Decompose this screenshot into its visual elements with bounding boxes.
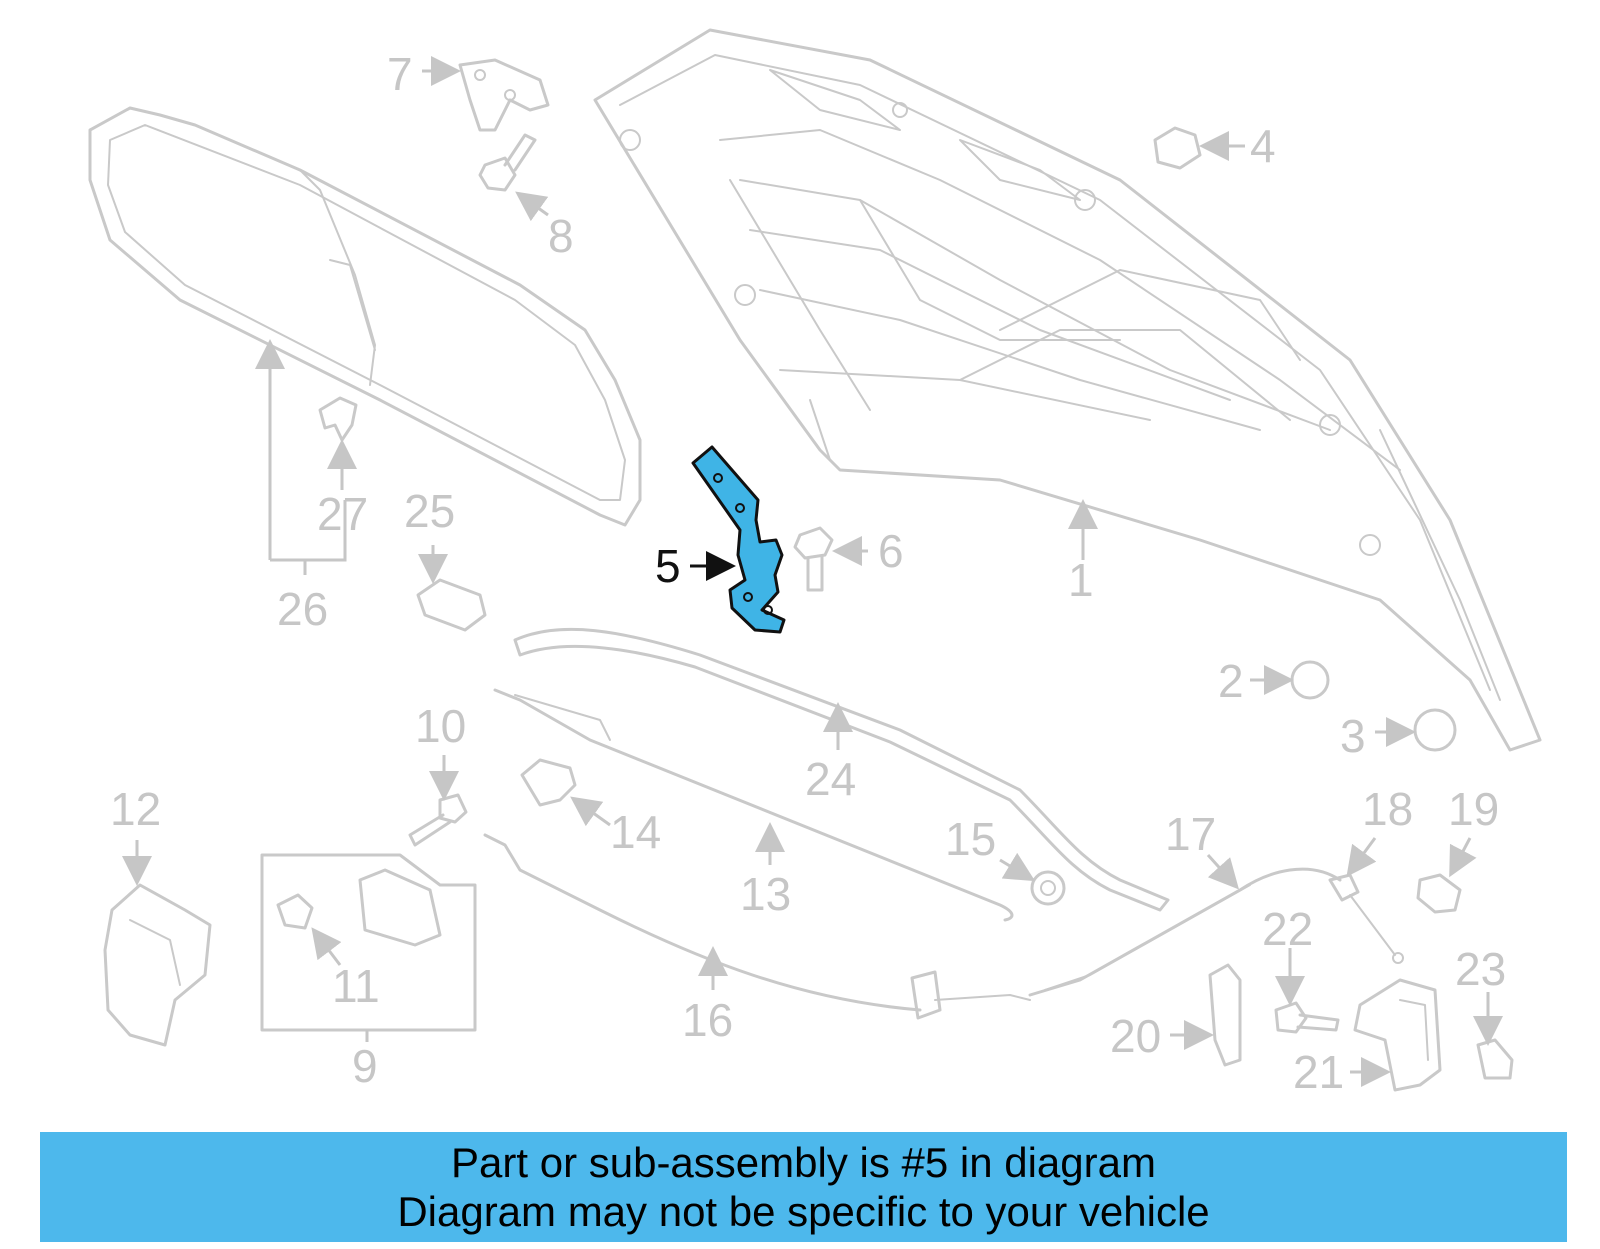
part-10-bolt: [408, 793, 468, 847]
callout-25: 25: [404, 485, 455, 537]
callout-3: 3: [1340, 710, 1366, 762]
part-5-hood-hinge: [691, 445, 786, 634]
callout-14: 14: [610, 806, 661, 858]
part-25-clip: [416, 578, 487, 632]
callout-24: 24: [805, 753, 856, 805]
part-22-bolt: [1274, 1001, 1340, 1034]
callout-20: 20: [1110, 1010, 1161, 1062]
callout-5: 5: [655, 540, 681, 592]
part-20-handle: [1208, 963, 1242, 1067]
callout-26: 26: [277, 583, 328, 635]
callout-18: 18: [1362, 783, 1413, 835]
part-2-plug: [1290, 660, 1330, 700]
part-14-grommet: [520, 758, 577, 807]
banner-line-disclaimer: Diagram may not be specific to your vehi…: [397, 1188, 1210, 1235]
part-27-clip: [318, 396, 358, 442]
info-banner: Part or sub-assembly is #5 in diagram Di…: [40, 1132, 1567, 1242]
leader-lines: [122, 56, 1503, 1087]
hood-panel: [593, 28, 1542, 752]
callout-4: 4: [1250, 120, 1276, 172]
hood-insulator: [88, 106, 642, 527]
callout-27: 27: [317, 488, 368, 540]
callout-22: 22: [1262, 903, 1313, 955]
part-6-bolt: [793, 526, 834, 592]
part-7-bracket: [458, 58, 550, 132]
callout-11: 11: [332, 960, 380, 1012]
part-4-bumper: [1153, 126, 1202, 170]
part-19-clip: [1416, 873, 1462, 914]
callout-13: 13: [740, 868, 791, 920]
banner-line-part-number: Part or sub-assembly is #5 in diagram: [451, 1139, 1156, 1186]
part-18-cable-end: [1328, 873, 1404, 964]
callout-8: 8: [548, 210, 574, 262]
part-13-prop-rod: [493, 688, 1014, 922]
callout-17: 17: [1165, 808, 1216, 860]
part-24-seal: [513, 627, 1170, 912]
part-8-bolt: [478, 133, 537, 192]
callout-1: 1: [1068, 554, 1094, 606]
parts-diagram: 1 2 3 4 5 6 7 8 9 10 11 12 13 14 15 16 1…: [88, 28, 1542, 1098]
part-23-clip: [1476, 1038, 1514, 1080]
callout-15: 15: [945, 813, 996, 865]
callout-6: 6: [878, 525, 904, 577]
part-12-bracket: [103, 883, 212, 1047]
callout-10: 10: [415, 700, 466, 752]
callout-labels: 1 2 3 4 5 6 7 8 9 10 11 12 13 14 15 16 1…: [110, 48, 1506, 1098]
callout-12: 12: [110, 783, 161, 835]
callout-2: 2: [1218, 655, 1244, 707]
callout-7: 7: [387, 48, 413, 100]
callout-21: 21: [1293, 1046, 1344, 1098]
part-9-latch-kit-box: [260, 853, 477, 1032]
callout-16: 16: [682, 994, 733, 1046]
part-21-latch: [1353, 978, 1442, 1092]
callout-19: 19: [1448, 783, 1499, 835]
callout-23: 23: [1455, 943, 1506, 995]
callout-9: 9: [352, 1040, 378, 1092]
part-3-plug: [1413, 708, 1457, 752]
part-17-cable: [1028, 867, 1342, 997]
part-15-bumper: [1030, 870, 1066, 906]
